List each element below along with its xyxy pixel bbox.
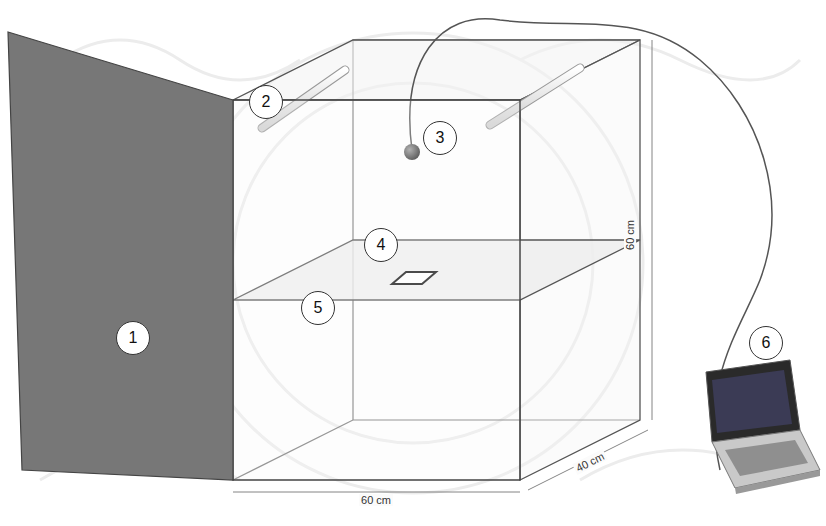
callout-number: 4 — [377, 237, 386, 253]
box-back-edges — [233, 40, 640, 480]
callout-number: 6 — [762, 335, 771, 351]
dimension-label: 60 cm — [359, 494, 393, 506]
laptop — [706, 360, 820, 494]
callout-number: 1 — [129, 330, 138, 346]
door — [8, 32, 233, 480]
callout-circle: 1 — [116, 321, 150, 355]
callout-number: 3 — [436, 130, 445, 146]
dimension-label: 40 cm — [572, 449, 608, 475]
callout-circle: 3 — [423, 121, 457, 155]
callout-number: 2 — [262, 94, 271, 110]
callout-circle: 4 — [364, 228, 398, 262]
dimension-label: 60 cm — [624, 218, 636, 252]
callout-circle: 5 — [301, 291, 335, 325]
box-front — [233, 100, 520, 480]
callout-circle: 2 — [249, 85, 283, 119]
dimension-lines — [233, 40, 652, 492]
callout-circle: 6 — [749, 326, 783, 360]
callout-number: 5 — [314, 300, 323, 316]
